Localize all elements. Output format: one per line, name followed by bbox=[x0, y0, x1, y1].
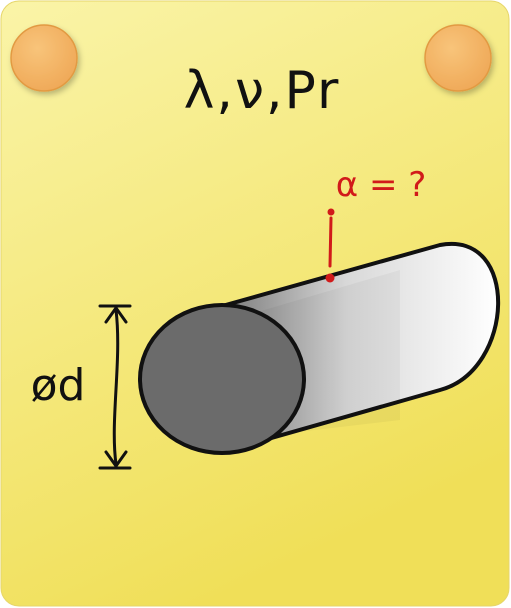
cylinder-end-face bbox=[138, 303, 306, 455]
diameter-label: ød bbox=[31, 360, 86, 411]
pin-left-icon bbox=[10, 24, 78, 92]
pin-right-icon bbox=[424, 24, 492, 92]
heat-transfer-coefficient-label: α = ? bbox=[336, 165, 427, 205]
heat-transfer-pointer bbox=[325, 208, 335, 283]
fluid-properties-label: λ,ν,Pr bbox=[184, 61, 341, 121]
diameter-dimension-line bbox=[98, 304, 132, 470]
